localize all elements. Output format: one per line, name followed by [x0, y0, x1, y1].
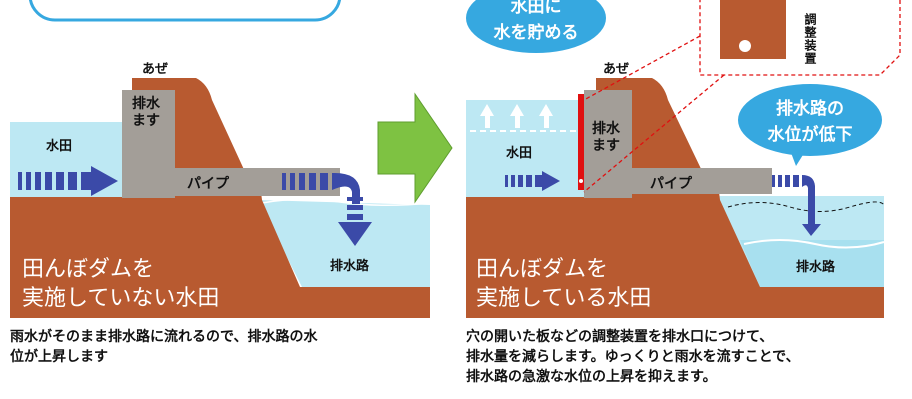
device-zoom-line-1 [583, 35, 701, 101]
right-lowering-arrows [765, 212, 880, 238]
right-paddy-flow-arrow [505, 171, 560, 191]
left-drainage-label: 排水路 [330, 258, 370, 274]
left-outlet-down-arrow [338, 197, 372, 246]
left-title-line2: 実施していない水田 [22, 286, 219, 311]
right-drainage-new-level [743, 239, 885, 249]
level-drop-bubble-line1: 排水路の [776, 98, 844, 119]
left-masu-label-1: 排水 [132, 95, 161, 112]
right-rising-water-arrows [480, 104, 553, 128]
right-outlet-down-arrow [802, 198, 821, 236]
store-water-bubble-line2: 水を貯める [494, 22, 579, 43]
device-zoom-line-2 [583, 74, 725, 193]
right-pipe [584, 168, 772, 194]
device-plate [720, 0, 786, 59]
device-plate-hole [739, 40, 751, 52]
transition-arrow [377, 92, 453, 204]
right-pipe-label: パイプ [650, 176, 693, 192]
left-caption-line1: 雨水がそのまま排水路に流れるので、排水路の水 [10, 329, 318, 345]
right-caption-line2: 排水量を減らします。ゆっくりと雨水を流すことで、 [466, 349, 800, 365]
right-aze-label: あぜ [603, 62, 629, 77]
left-drainage-water [258, 200, 430, 287]
left-paddy-label: 水田 [46, 138, 72, 154]
left-aze-label: あぜ [142, 62, 168, 77]
right-panel: 調整装置 水田に 水を貯める 排水路の 水位が低下 あぜ 排水 ます 水田 パイ… [466, 0, 901, 318]
left-paddy-flow-arrow [18, 166, 118, 196]
store-water-bubble-line1: 水田に [511, 0, 562, 17]
left-caption: 雨水がそのまま排水路に流れるので、排水路の水 位が上昇します [10, 327, 430, 367]
right-title-line2: 実施している水田 [476, 286, 651, 311]
left-top-bubble-fragment [28, 0, 342, 22]
level-drop-bubble-line2: 水位が低下 [768, 124, 853, 145]
right-gate-board [578, 94, 584, 190]
left-caption-line2: 位が上昇します [10, 349, 108, 365]
left-title-line1: 田んぼダムを [22, 257, 154, 282]
right-masu-label-1: 排水 [592, 120, 621, 137]
store-water-bubble [466, 0, 606, 53]
right-caption: 穴の開いた板などの調整装置を排水口につけて、 排水量を減らします。ゆっくりと雨水… [466, 327, 910, 387]
right-soil [466, 168, 884, 318]
right-drainage-water-low [740, 240, 884, 287]
left-drainage-water-surface [261, 198, 431, 206]
left-soil [10, 168, 430, 318]
right-pipe-flow-arrow [772, 175, 815, 198]
left-pipe-label: パイプ [187, 176, 230, 192]
right-drainage-label: 排水路 [796, 259, 836, 275]
device-label: 調整装置 [803, 12, 817, 65]
level-drop-bubble-tail [790, 150, 806, 166]
left-panel: あぜ 排水 ます 水田 パイプ 排水路 田んぼダムを 実施していない水田 [10, 0, 431, 318]
left-masu-label-2: ます [132, 113, 160, 129]
right-gate-hole [579, 179, 583, 183]
right-paddy-label: 水田 [506, 145, 532, 161]
left-pipe-flow-arrow [282, 172, 360, 204]
right-caption-line3: 排水路の急激な水位の上昇を抑えます。 [466, 369, 717, 385]
right-drainage-old-level [727, 201, 885, 212]
right-masu-label-2: ます [592, 138, 620, 154]
level-drop-bubble [738, 84, 882, 156]
right-title-line1: 田んぼダムを [476, 257, 608, 282]
left-pipe [122, 168, 340, 196]
right-caption-line1: 穴の開いた板などの調整装置を排水口につけて、 [466, 329, 774, 345]
